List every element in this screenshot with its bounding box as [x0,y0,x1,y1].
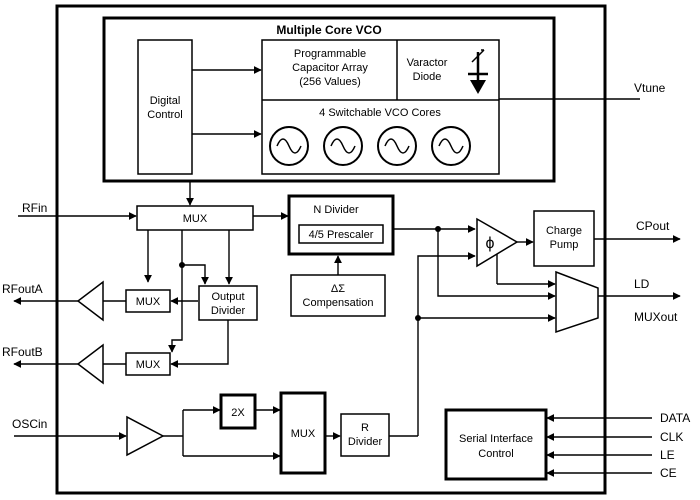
doubler-label: 2X [231,407,245,419]
charge-pump-line2: Pump [550,239,579,251]
vco-core-oscillator-icon [431,126,471,166]
vco-core-oscillator-icon [269,126,309,166]
ref-mux-label: MUX [291,428,316,440]
pin-ce: CE [660,466,677,480]
pin-rfouta: RFoutA [2,282,43,296]
varactor-line2: Diode [413,71,442,83]
prescaler-label: 4/5 Prescaler [309,229,374,241]
serial-interface-line1: Serial Interface [459,433,533,445]
charge-pump-line1: Charge [546,225,582,237]
multiple-core-vco: Multiple Core VCO Digital Control Progra… [102,16,556,183]
serial-interface-block [444,408,548,481]
main-mux-block [136,205,254,231]
rfoutb-buffer [76,343,104,385]
mux-a-label: MUX [136,296,161,308]
vco-cores-label: 4 Switchable VCO Cores [319,107,441,119]
varactor-line1: Varactor [407,57,448,69]
vco-core-oscillator-icon [377,126,417,166]
pin-rfoutb: RFoutB [2,345,43,359]
n-divider-label: N Divider [313,204,359,216]
cap-array-line3: (256 Values) [299,76,361,88]
ref-mux-block [279,391,327,475]
main-mux-label: MUX [183,213,208,225]
r-divider-line1: R [361,422,369,434]
phase-detector-symbol: ϕ [486,235,495,252]
varactor-diode-icon [468,49,488,94]
serial-interface-line2: Control [478,448,513,460]
charge-pump-block [533,210,595,267]
pin-vtune: Vtune [634,81,666,95]
pin-ld: LD [634,277,650,291]
cap-array-line2: Capacitor Array [292,62,368,74]
doubler-block [219,393,257,430]
digital-control-block [137,39,193,175]
digital-control-line1: Digital [150,95,181,107]
delta-sigma-block [290,274,386,317]
pin-muxout: MUXout [634,310,678,324]
delta-sigma-line2: Compensation [303,297,374,309]
mux-b-label: MUX [136,359,161,371]
output-divider-line2: Divider [211,305,246,317]
pin-oscin: OSCin [12,417,47,431]
cap-array-line1: Programmable [294,48,366,60]
oscin-buffer [126,415,165,457]
pin-clk: CLK [660,430,683,444]
r-divider-line2: Divider [348,436,383,448]
pin-cpout: CPout [636,219,670,233]
output-mux [555,270,599,334]
delta-sigma-line1: ΔΣ [331,283,345,295]
pin-rfin: RFin [22,201,47,215]
digital-control-line2: Control [147,109,182,121]
output-divider-line1: Output [211,291,244,303]
output-divider-block [198,285,258,321]
prescaler-block [298,224,384,244]
rfouta-buffer [76,280,104,322]
r-divider-block [340,413,390,457]
pin-data: DATA [660,411,690,425]
vco-title: Multiple Core VCO [276,23,381,37]
chip-outline [55,4,607,495]
vco-core-oscillator-icon [323,126,363,166]
pin-le: LE [660,448,675,462]
